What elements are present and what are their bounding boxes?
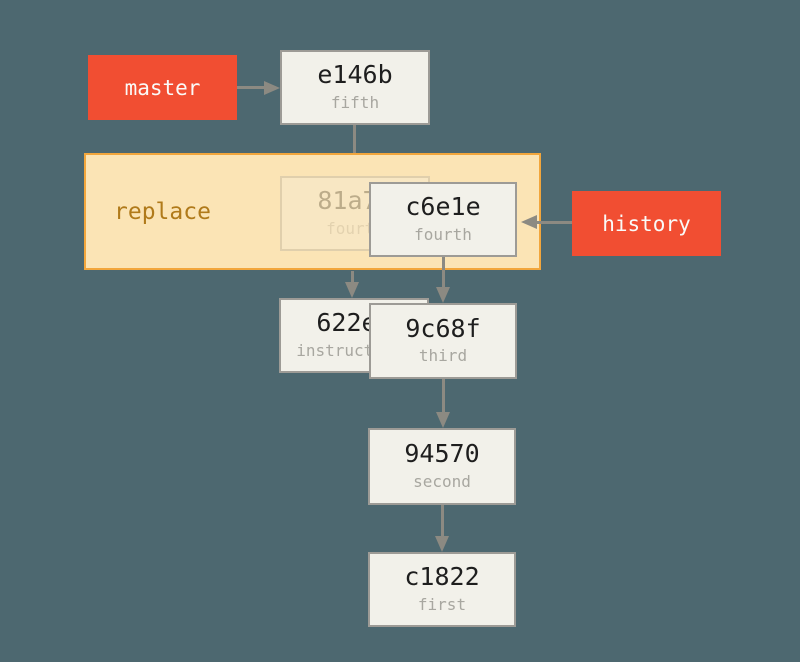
commit-hash: c1822 (404, 562, 480, 592)
commit-message: fourth (414, 224, 472, 244)
arrowhead-left-icon (521, 215, 537, 229)
commit-node-e146b: e146b fifth (280, 50, 430, 125)
arrowhead-down-icon (436, 412, 450, 428)
commit-hash: c6e1e (405, 192, 481, 222)
commit-message: third (418, 346, 468, 366)
ref-label-master: master (88, 55, 237, 120)
commit-message: second (413, 471, 471, 491)
edge-history-to-c6e1e (537, 221, 572, 224)
replace-group-label: replace (114, 198, 211, 225)
commit-node-9c68f: 9c68f third (369, 303, 517, 379)
arrowhead-down-icon (436, 287, 450, 303)
edge-81a70-to-622e8 (351, 271, 354, 283)
arrowhead-down-icon (435, 536, 449, 552)
commit-node-94570: 94570 second (368, 428, 516, 505)
commit-message: first (417, 594, 467, 614)
commit-node-c6e1e: c6e1e fourth (369, 182, 517, 257)
edge-master-to-e146b (237, 86, 265, 89)
commit-message: fifth (330, 92, 380, 112)
commit-hash: 9c68f (405, 313, 481, 343)
edge-94570-to-c1822 (441, 505, 444, 536)
arrowhead-right-icon (264, 81, 280, 95)
edge-e146b-to-replace-group (353, 125, 356, 153)
ref-label-master-text: master (124, 75, 201, 100)
edge-c6e1e-to-9c68f (442, 256, 445, 287)
edge-9c68f-to-94570 (442, 379, 445, 412)
arrowhead-down-icon (345, 282, 359, 298)
commit-node-c1822: c1822 first (368, 552, 516, 627)
commit-hash: e146b (317, 60, 393, 90)
commit-hash: 94570 (404, 439, 480, 469)
ref-label-history-text: history (602, 211, 691, 236)
ref-label-history: history (572, 191, 721, 256)
